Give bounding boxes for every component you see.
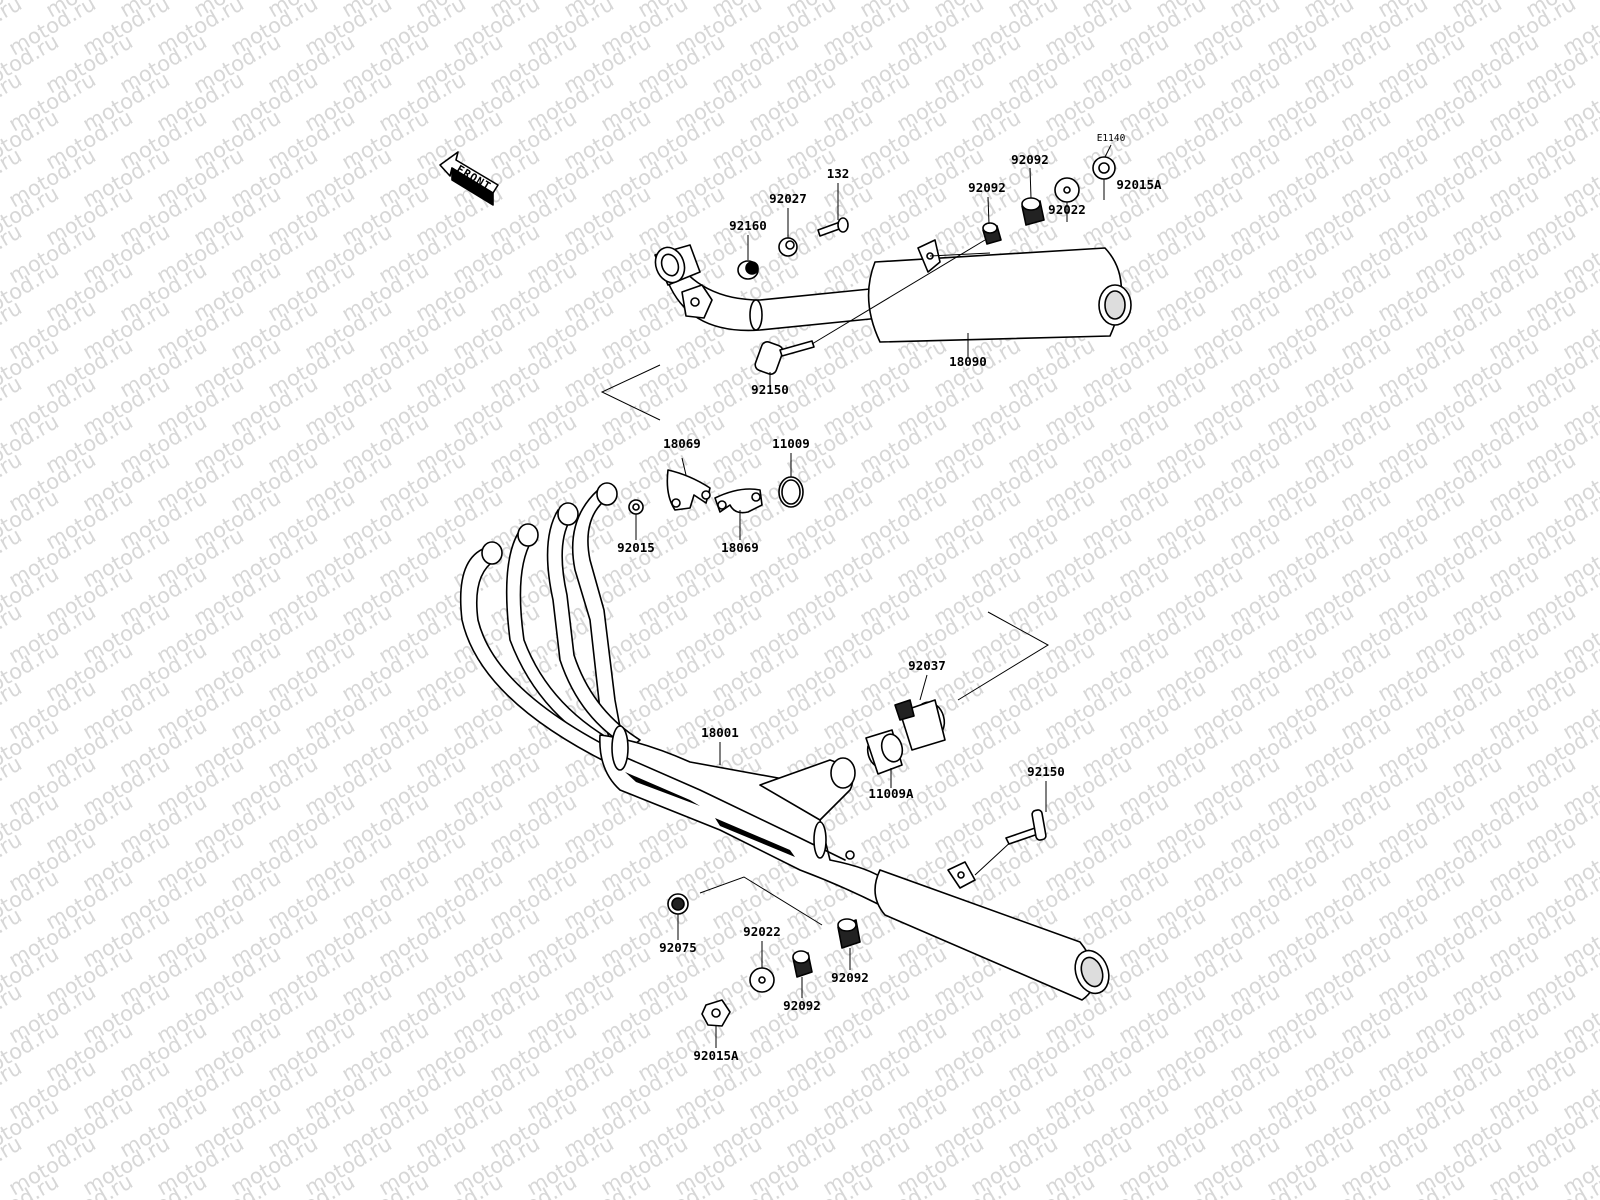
part-92022-washer-bottom bbox=[749, 967, 775, 993]
label-leaders bbox=[635, 144, 1112, 1048]
diagram-code: E1140 bbox=[1097, 133, 1126, 144]
part-92150-bolt-bottom bbox=[1005, 809, 1047, 845]
part-92015-nut bbox=[628, 499, 644, 515]
label-92092-bottom-b: 92092 bbox=[831, 970, 869, 985]
label-18001: 18001 bbox=[701, 725, 739, 740]
part-92015A-nut-bottom bbox=[701, 999, 731, 1027]
header-pipe-18001 bbox=[459, 482, 886, 906]
lower-muffler bbox=[874, 837, 1110, 1001]
label-92160: 92160 bbox=[729, 218, 767, 233]
part-92037-clamp bbox=[894, 699, 946, 751]
label-132: 132 bbox=[827, 166, 850, 181]
assembly-guide-top bbox=[600, 364, 661, 421]
part-92092-damper-a bbox=[982, 222, 1002, 245]
label-92092-bottom-a: 92092 bbox=[783, 998, 821, 1013]
label-92092-top-a: 92092 bbox=[968, 180, 1006, 195]
part-92092-damper-bottom-b bbox=[837, 918, 861, 949]
part-92092-damper-b bbox=[1021, 197, 1045, 226]
label-92022-top: 92022 bbox=[1048, 202, 1086, 217]
label-92015: 92015 bbox=[617, 540, 655, 555]
part-92022-washer-top bbox=[1054, 177, 1080, 203]
part-92075-nut bbox=[667, 893, 689, 915]
label-92150-top: 92150 bbox=[751, 382, 789, 397]
label-92015A-top: 92015A bbox=[1116, 177, 1162, 192]
label-11009: 11009 bbox=[772, 436, 810, 451]
label-11009A: 11009A bbox=[868, 786, 914, 801]
label-92015A-bottom: 92015A bbox=[693, 1048, 739, 1063]
part-11009-gasket bbox=[778, 476, 804, 508]
part-18069-holder-a bbox=[666, 469, 711, 511]
part-11009A-gasket bbox=[865, 729, 904, 775]
part-92027-collar bbox=[778, 237, 798, 257]
label-18090: 18090 bbox=[949, 354, 987, 369]
part-92092-damper-bottom-a bbox=[792, 950, 813, 978]
label-18069-a: 18069 bbox=[663, 436, 701, 451]
part-92150-bolt-top bbox=[754, 239, 986, 375]
assembly-guide-mid bbox=[957, 611, 1049, 701]
label-92075: 92075 bbox=[659, 940, 697, 955]
label-92022-bottom: 92022 bbox=[743, 924, 781, 939]
assembly-guide-bottom bbox=[699, 876, 823, 926]
label-92150-bottom: 92150 bbox=[1027, 764, 1065, 779]
part-132-bolt bbox=[817, 217, 849, 237]
upper-muffler-18090 bbox=[654, 239, 1132, 343]
part-labels: E1140 132 92092 92092 92027 92015A 92022… bbox=[617, 133, 1162, 1063]
label-92027: 92027 bbox=[769, 191, 807, 206]
part-18069-holder-b bbox=[714, 488, 763, 514]
label-92037: 92037 bbox=[908, 658, 946, 673]
part-92015A-nut-top bbox=[1092, 156, 1116, 180]
label-92092-top-b: 92092 bbox=[1011, 152, 1049, 167]
label-18069-b: 18069 bbox=[721, 540, 759, 555]
part-92160-collar bbox=[737, 260, 759, 280]
